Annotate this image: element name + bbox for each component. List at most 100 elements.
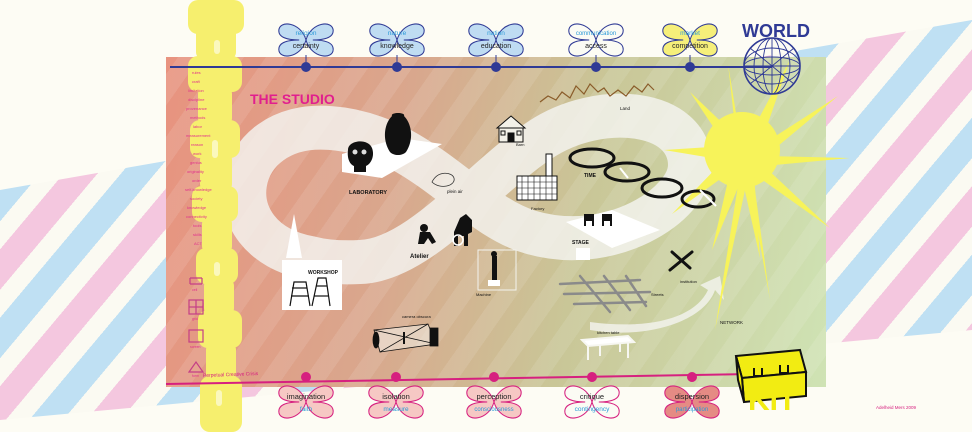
label-barn: Barn bbox=[516, 142, 524, 147]
top-node-nation: nation education bbox=[468, 23, 524, 57]
time-rings bbox=[568, 147, 717, 209]
side-tag: measurement bbox=[186, 133, 211, 138]
label-factory: Factory bbox=[531, 206, 544, 211]
credit-text: Adelheid Mers 2009 bbox=[876, 405, 917, 410]
side-tag: self-knowledge bbox=[185, 187, 212, 192]
institution-cross bbox=[668, 250, 694, 272]
side-tag: ACT bbox=[194, 241, 202, 246]
plein-air-shape bbox=[431, 172, 455, 187]
top-node-stems bbox=[305, 55, 691, 62]
bottom-node-label-bottom: contingency bbox=[575, 406, 610, 413]
label-time: TIME bbox=[584, 173, 597, 179]
kit-title: KIT bbox=[748, 384, 796, 417]
top-node-dots bbox=[301, 62, 695, 72]
world-globe bbox=[743, 37, 801, 95]
side-tag: tools bbox=[193, 223, 202, 228]
bottom-node-label-bottom: faith bbox=[300, 406, 313, 413]
side-tag: society bbox=[190, 196, 203, 201]
side-tag: originality bbox=[187, 169, 204, 174]
factory-icon bbox=[516, 153, 558, 201]
streets-grid bbox=[558, 274, 652, 314]
side-tag: labor bbox=[193, 124, 202, 129]
label-institution: institution bbox=[680, 279, 697, 284]
bottom-node-isolation: isolation measure bbox=[368, 385, 424, 419]
top-node-label-bottom: access bbox=[585, 43, 607, 50]
side-icon-caption: grid bbox=[192, 317, 198, 321]
label-workshop: WORKSHOP bbox=[308, 270, 339, 276]
top-node-market: market competition bbox=[662, 23, 718, 57]
label-stage: STAGE bbox=[572, 240, 590, 246]
workshop-icon bbox=[282, 214, 342, 310]
side-tag: order bbox=[192, 178, 202, 183]
label-network: NETWORK bbox=[720, 320, 743, 325]
starburst bbox=[664, 60, 850, 330]
label-land: Land bbox=[620, 106, 631, 111]
bottom-node-critique: critique contingency bbox=[564, 385, 620, 419]
laboratory-platform bbox=[342, 113, 442, 178]
top-node-label-bottom: education bbox=[481, 43, 511, 50]
horse-icon bbox=[454, 214, 472, 246]
top-node-communication: communication access bbox=[568, 23, 624, 57]
bottom-node-label-top: isolation bbox=[382, 392, 410, 401]
world-title: WORLD bbox=[742, 21, 810, 41]
armchair-icon bbox=[602, 214, 612, 226]
studio-title: THE STUDIO bbox=[250, 91, 335, 107]
bottom-node-label-top: imagination bbox=[287, 392, 325, 401]
side-icons bbox=[187, 277, 205, 373]
top-node-label-top: religion bbox=[296, 30, 317, 37]
side-tag: reason bbox=[191, 142, 204, 147]
infinity-arrow bbox=[590, 276, 724, 333]
side-tag: work bbox=[193, 151, 202, 156]
bottom-node-imagination: imagination faith bbox=[278, 385, 334, 419]
side-icon-caption: screen bbox=[190, 345, 201, 349]
side-tag: skills bbox=[193, 232, 202, 237]
side-tag: limitation bbox=[188, 88, 204, 93]
machine-icon bbox=[477, 249, 517, 291]
side-tag: discipline bbox=[188, 97, 205, 102]
label-atelier: Atelier bbox=[410, 254, 429, 260]
top-node-label-top: nation bbox=[487, 30, 505, 37]
screen-icon bbox=[188, 329, 204, 343]
top-node-label-bottom: certainty bbox=[293, 43, 320, 50]
skull-icon bbox=[347, 141, 374, 172]
top-node-nature: nature knowledge bbox=[369, 23, 425, 57]
side-tag: genius bbox=[190, 160, 202, 165]
side-icon-caption: form bbox=[192, 374, 199, 378]
top-node-label-bottom: competition bbox=[672, 43, 708, 50]
side-icon-caption: cell bbox=[192, 288, 198, 292]
chain-highlights bbox=[212, 40, 222, 406]
label-plein-air: plein air bbox=[447, 189, 463, 194]
side-tag: methods bbox=[190, 115, 206, 120]
top-node-label-top: communication bbox=[576, 31, 616, 37]
label-kitchen-table: kitchen table bbox=[597, 330, 620, 335]
kit-line bbox=[165, 373, 753, 385]
kit-chest-icon bbox=[734, 348, 808, 404]
crisis-label: Perpetual Creative Crisis bbox=[203, 371, 259, 379]
label-laboratory: LABORATORY bbox=[349, 190, 387, 196]
bottom-node-label-top: perception bbox=[476, 392, 511, 401]
label-machine: Machine bbox=[476, 292, 492, 297]
bottom-node-label-bottom: participation bbox=[676, 407, 708, 413]
armchair-icon bbox=[584, 214, 594, 226]
side-tag: knowledge bbox=[187, 205, 207, 210]
cell-icon bbox=[189, 277, 203, 285]
land-line bbox=[539, 83, 655, 103]
stage-platform bbox=[566, 210, 660, 260]
bottom-node-dots bbox=[301, 372, 697, 382]
bottom-node-dispersion: dispersion participation bbox=[664, 385, 720, 419]
side-tag: craft bbox=[192, 79, 200, 84]
bottom-node-label-bottom: consciousness bbox=[474, 407, 513, 413]
side-tag: connectivity bbox=[186, 214, 207, 219]
side-tag: rules bbox=[192, 70, 201, 75]
label-camera-obscura: camera obscura bbox=[402, 314, 431, 319]
bottom-node-perception: perception consciousness bbox=[466, 385, 522, 419]
bottom-node-label-bottom: measure bbox=[383, 406, 409, 413]
top-node-label-top: market bbox=[680, 30, 700, 37]
side-tag: provenance bbox=[186, 106, 207, 111]
form-icon bbox=[187, 360, 205, 373]
vase-icon bbox=[384, 113, 412, 155]
top-node-religion: religion certainty bbox=[278, 23, 334, 57]
kitchen-table-icon bbox=[579, 334, 637, 360]
barn-icon bbox=[495, 115, 527, 143]
